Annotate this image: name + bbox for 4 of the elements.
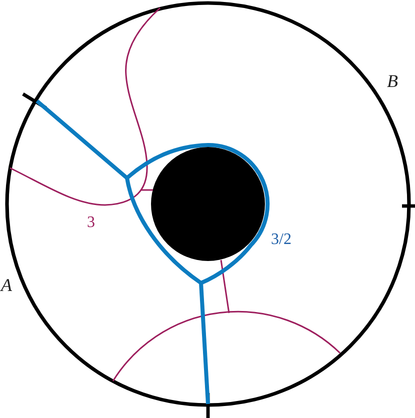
point-label: A	[1, 276, 12, 294]
fraction-label: 3/2	[271, 232, 292, 248]
point-label: B	[387, 72, 398, 90]
number-label: 3	[87, 215, 95, 231]
